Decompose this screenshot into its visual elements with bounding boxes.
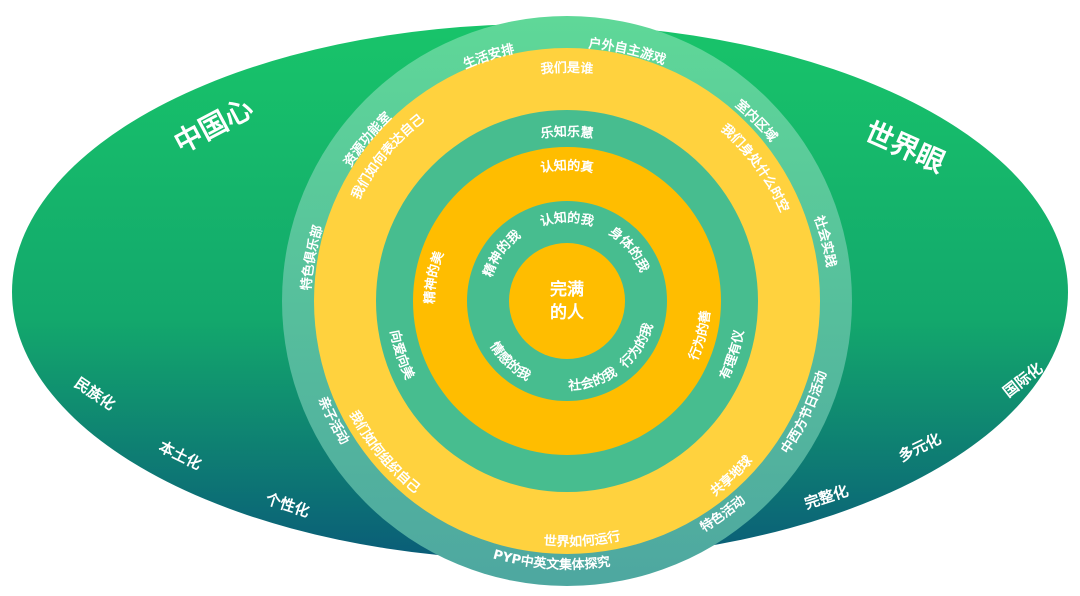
center-label-line2: 的人 (550, 302, 585, 323)
center-label-line1: 完满 (550, 279, 584, 300)
core-circle (509, 243, 625, 359)
